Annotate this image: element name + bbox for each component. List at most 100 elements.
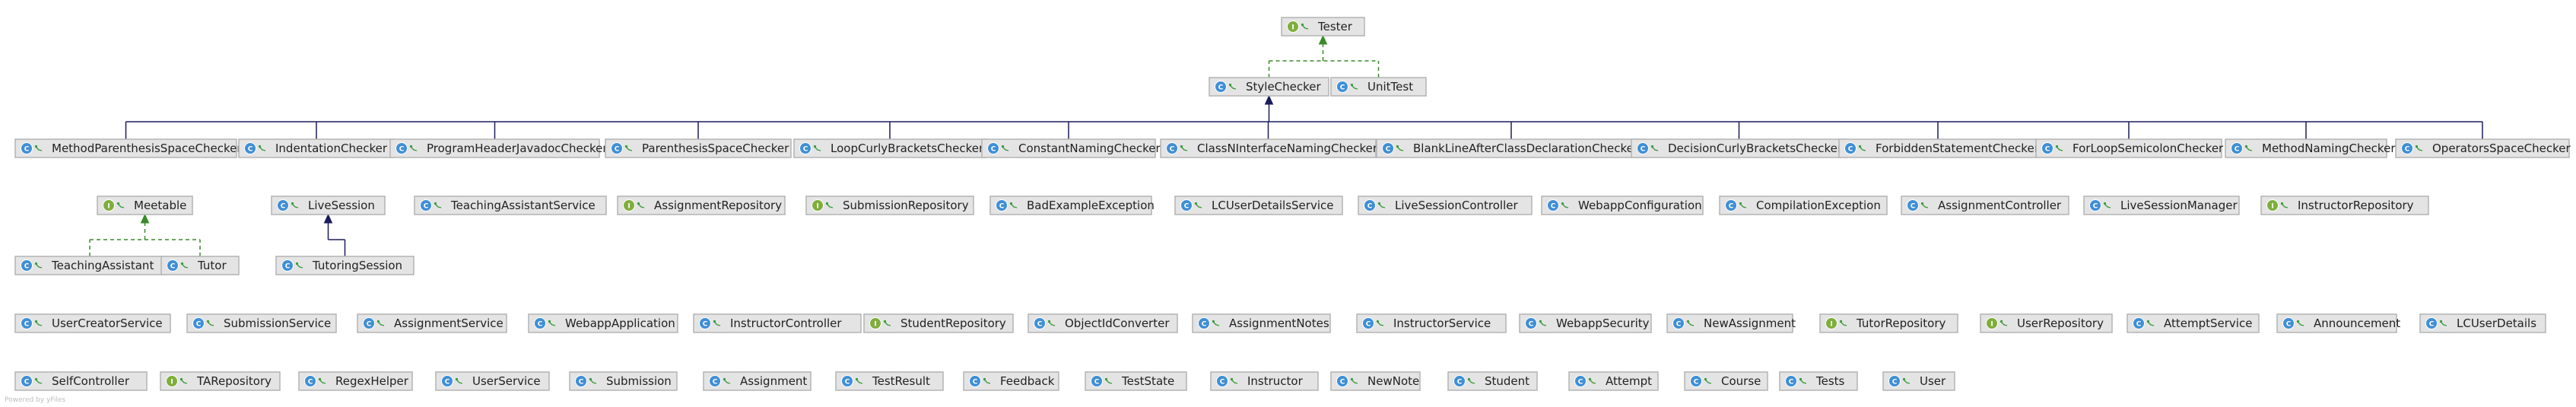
svg-text:C: C — [24, 320, 30, 328]
svg-text:C: C — [1170, 145, 1175, 153]
svg-text:C: C — [1911, 202, 1916, 210]
edge-extends-livesession — [327, 222, 346, 256]
class-node-tutoringsession[interactable]: C TutoringSession — [275, 256, 415, 275]
class-badge-icon: C — [1215, 81, 1227, 93]
public-visibility-icon — [813, 145, 821, 151]
public-visibility-icon — [1858, 145, 1866, 151]
class-node-label: TeachingAssistant — [51, 259, 154, 272]
public-visibility-icon — [34, 262, 43, 269]
svg-text:C: C — [170, 262, 176, 270]
class-node-label: Feedback — [1000, 374, 1055, 388]
class-node-label: IndentationChecker — [275, 141, 388, 155]
class-node-indentationchecker[interactable]: C IndentationChecker — [238, 138, 395, 158]
class-node-box — [1719, 196, 1888, 215]
public-visibility-icon — [1376, 320, 1384, 326]
class-node-box — [2083, 196, 2240, 215]
svg-text:C: C — [248, 145, 253, 153]
svg-text:C: C — [367, 320, 372, 328]
class-node-box — [1631, 138, 1847, 158]
class-node-label: TutoringSession — [312, 259, 402, 272]
public-visibility-icon — [2439, 320, 2447, 326]
public-visibility-icon — [1047, 320, 1056, 326]
public-visibility-icon — [179, 377, 188, 384]
svg-text:C: C — [1694, 378, 1699, 386]
class-node-label: LoopCurlyBracketsChecker — [831, 141, 984, 155]
svg-text:C: C — [285, 262, 291, 270]
class-badge-icon: C — [277, 199, 289, 211]
svg-text:C: C — [2429, 320, 2435, 328]
class-node-box — [569, 371, 678, 391]
public-visibility-icon — [1301, 23, 1309, 30]
public-visibility-icon — [1377, 202, 1386, 208]
class-node-box — [1882, 371, 1955, 391]
svg-text:I: I — [816, 202, 818, 210]
arrowhead-implements-tester — [1318, 34, 1328, 45]
public-visibility-icon — [2055, 145, 2063, 151]
class-badge-icon: C — [2425, 317, 2438, 329]
edge-implements-meetable — [89, 222, 201, 256]
